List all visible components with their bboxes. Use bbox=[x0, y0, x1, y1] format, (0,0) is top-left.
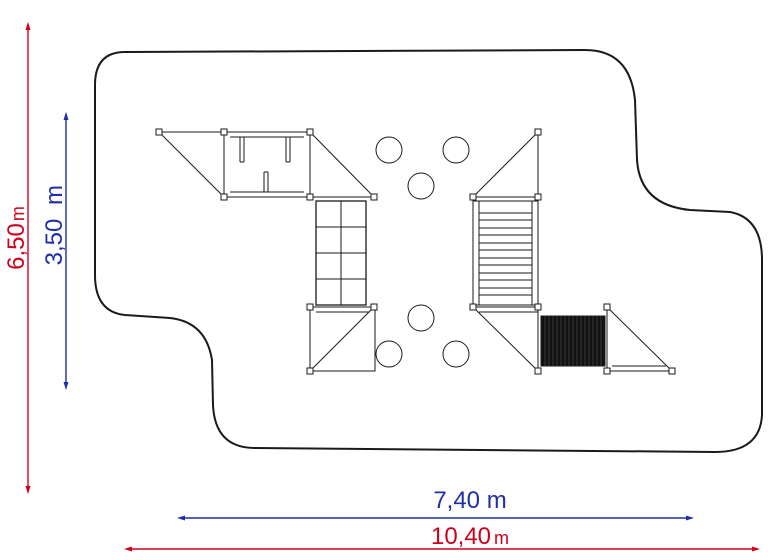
net-climber bbox=[315, 200, 367, 306]
inner-width-label: 7,40 m bbox=[433, 487, 506, 514]
crawl-tunnel bbox=[540, 315, 606, 367]
total-height-label: 6,50m bbox=[3, 206, 30, 270]
lower-left-platform bbox=[306, 303, 378, 375]
stepping-stumps bbox=[375, 136, 470, 368]
inner-height-label: 3,50 bbox=[41, 219, 68, 266]
safety-area-outline bbox=[94, 48, 763, 454]
inner-height-unit: m bbox=[41, 185, 68, 205]
far-right-platform bbox=[603, 303, 676, 375]
lower-right-platform bbox=[469, 303, 542, 375]
ladder bbox=[472, 200, 539, 306]
upper-left-platform bbox=[155, 128, 378, 201]
upper-right-platform bbox=[469, 128, 542, 201]
